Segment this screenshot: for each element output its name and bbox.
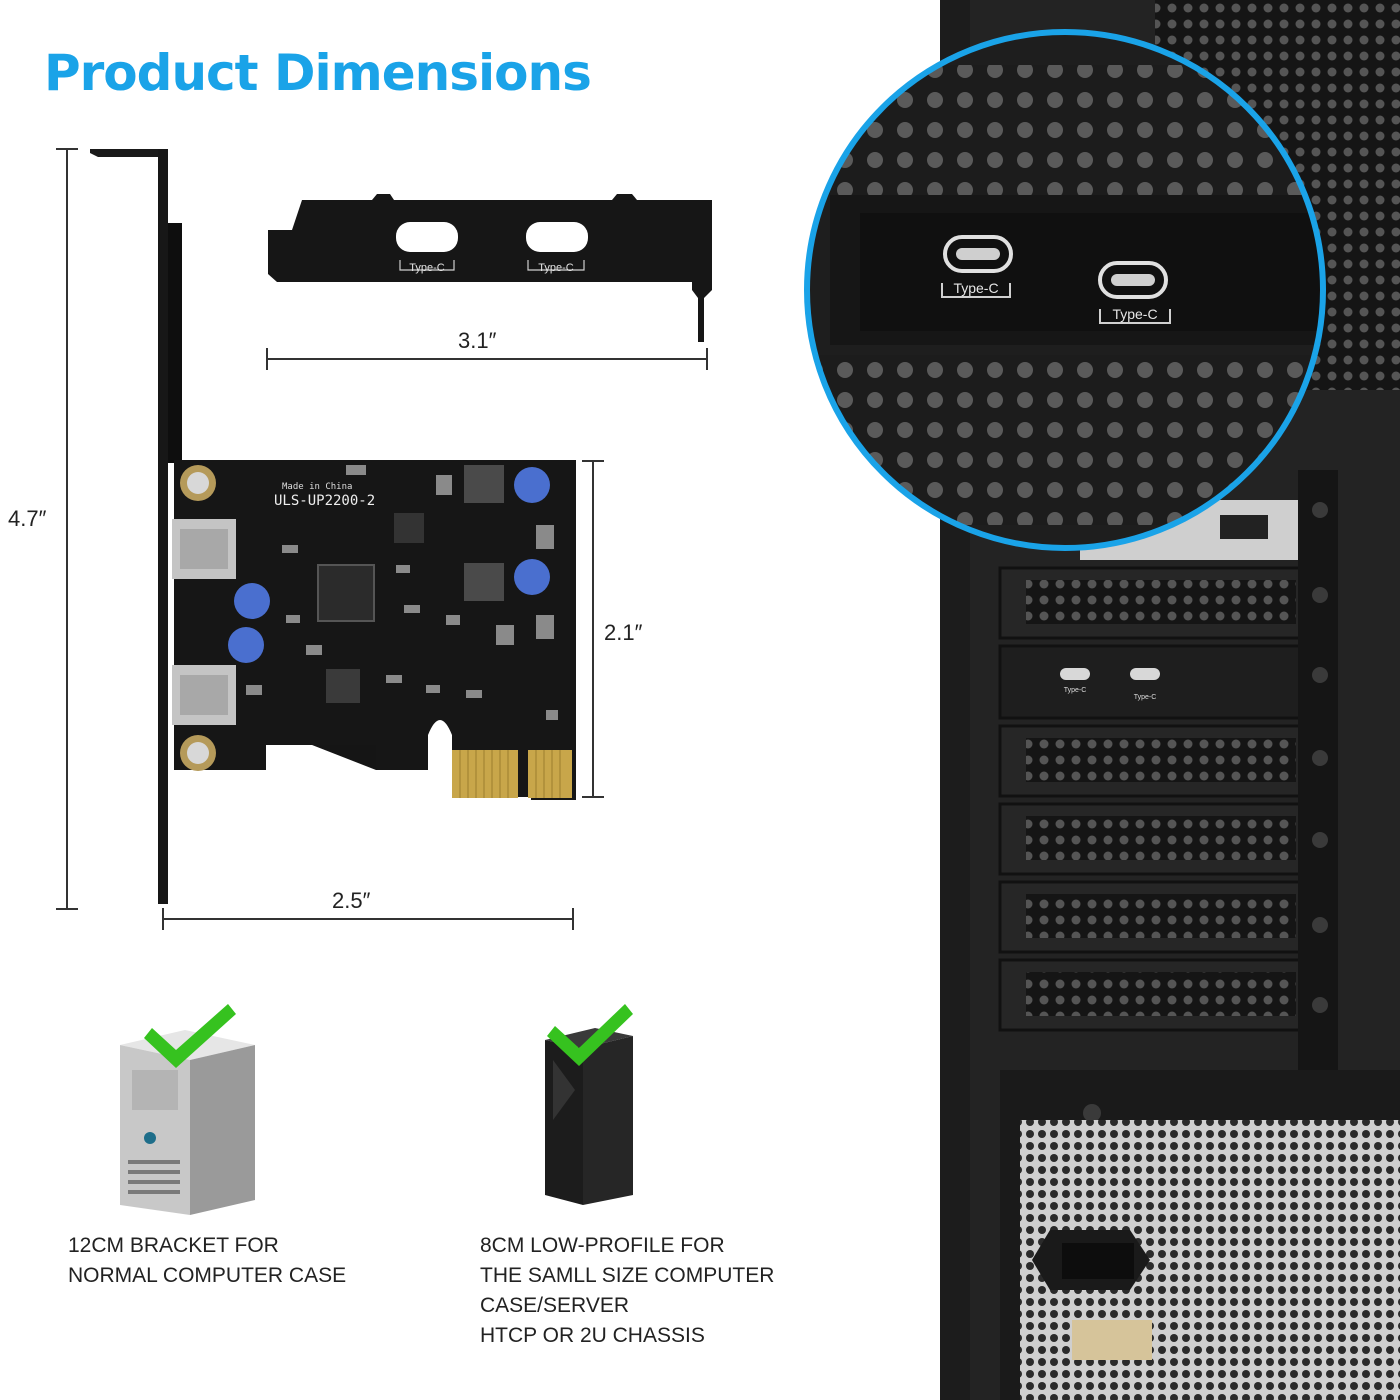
dimension-tick [572,908,574,930]
zoom-port-label: Type-C [953,280,998,296]
dimension-tick [56,148,78,150]
dimension-line-card-width [162,918,574,920]
dimension-label-card-height: 2.1″ [604,620,643,645]
page-title: Product Dimensions [44,44,592,102]
case-port-label: Type-C [1064,687,1087,694]
dimension-line-lowprofile-width [266,358,708,360]
option-caption-full-height: 12CM BRACKET FOR NORMAL COMPUTER CASE [68,1231,346,1291]
bracket-port-label: Type-C [538,262,574,274]
pcie-card-full-height: Made in China ULS-UP2200-2 [90,149,576,904]
low-profile-bracket: Type-C Type-C [268,194,712,342]
slim-case-icon [545,1004,633,1205]
bracket-port-label: Type-C [409,262,445,274]
dimension-tick [582,460,604,462]
caption-line: 8CM LOW-PROFILE FOR [480,1234,725,1257]
zoom-port-label: Type-C [1112,306,1157,322]
dimension-line-full-height [66,148,68,910]
caption-line: NORMAL COMPUTER CASE [68,1264,347,1287]
dimension-label-full-height: 4.7″ [8,506,47,531]
dimension-tick [56,908,78,910]
caption-line: THE SAMLL SIZE COMPUTER [480,1264,775,1287]
case-port-label: Type-C [1134,694,1157,701]
caption-line: HTCP OR 2U CHASSIS [480,1324,705,1347]
tower-case-icon [120,1004,255,1215]
dimension-tick [706,348,708,370]
caption-line: 12CM BRACKET FOR [68,1234,279,1257]
dimension-tick [162,908,164,930]
option-caption-low-profile: 8CM LOW-PROFILE FOR THE SAMLL SIZE COMPU… [480,1231,774,1351]
caption-line: CASE/SERVER [480,1294,629,1317]
card-silkscreen: Made in China [282,482,352,492]
dimension-label-lowprofile-width: 3.1″ [458,328,497,353]
dimension-tick [582,796,604,798]
zoom-detail-circle: Type-C Type-C [804,29,1326,551]
dimension-tick [266,348,268,370]
dimension-label-card-width: 2.5″ [332,888,371,913]
dimension-line-card-height [592,460,594,798]
card-model-silkscreen: ULS-UP2200-2 [274,493,375,509]
